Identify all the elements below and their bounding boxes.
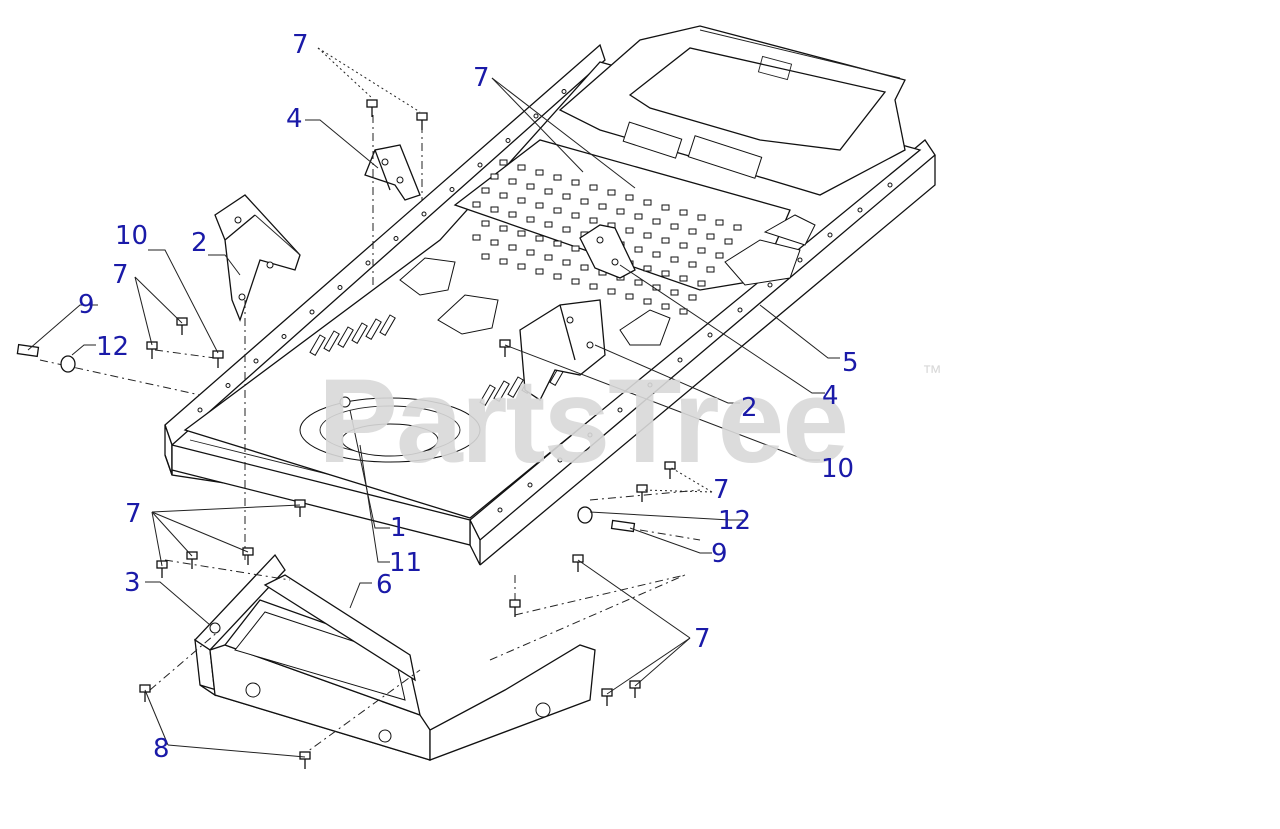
callout-3[interactable]: 3: [124, 568, 141, 598]
callout-12[interactable]: 12: [96, 332, 130, 362]
assembly-lines: [39, 115, 701, 758]
callout-8[interactable]: 8: [153, 734, 170, 764]
callout-4[interactable]: 4: [286, 104, 303, 134]
callout-2[interactable]: 2: [191, 228, 208, 258]
bracket-left-item-4: [364, 144, 421, 201]
bracket-right-item-4: [579, 224, 636, 279]
fasteners: [16, 99, 676, 769]
callout-7[interactable]: 7: [292, 30, 309, 60]
callout-4[interactable]: 4: [822, 381, 839, 411]
callout-7[interactable]: 7: [112, 260, 129, 290]
callout-6[interactable]: 6: [376, 570, 393, 600]
callout-7[interactable]: 7: [125, 499, 142, 529]
watermark-trademark: ™: [922, 362, 942, 384]
bracket-left-item-2: [214, 194, 301, 322]
watermark-text: PartsTree: [318, 354, 849, 488]
callout-7[interactable]: 7: [694, 624, 711, 654]
front-bumper: [193, 553, 596, 761]
callout-10[interactable]: 10: [115, 221, 149, 251]
callout-10[interactable]: 10: [821, 454, 855, 484]
callout-5[interactable]: 5: [842, 348, 859, 378]
leader-lines: [27, 47, 840, 758]
callout-1[interactable]: 1: [390, 513, 407, 543]
callout-2[interactable]: 2: [741, 393, 758, 423]
main-frame: [164, 25, 936, 566]
callout-11[interactable]: 11: [389, 548, 423, 578]
callout-9[interactable]: 9: [711, 539, 728, 569]
callout-12[interactable]: 12: [718, 506, 752, 536]
callout-7[interactable]: 7: [713, 475, 730, 505]
callout-9[interactable]: 9: [78, 290, 95, 320]
bracket-right-item-2: [519, 299, 606, 401]
callout-7[interactable]: 7: [473, 63, 490, 93]
